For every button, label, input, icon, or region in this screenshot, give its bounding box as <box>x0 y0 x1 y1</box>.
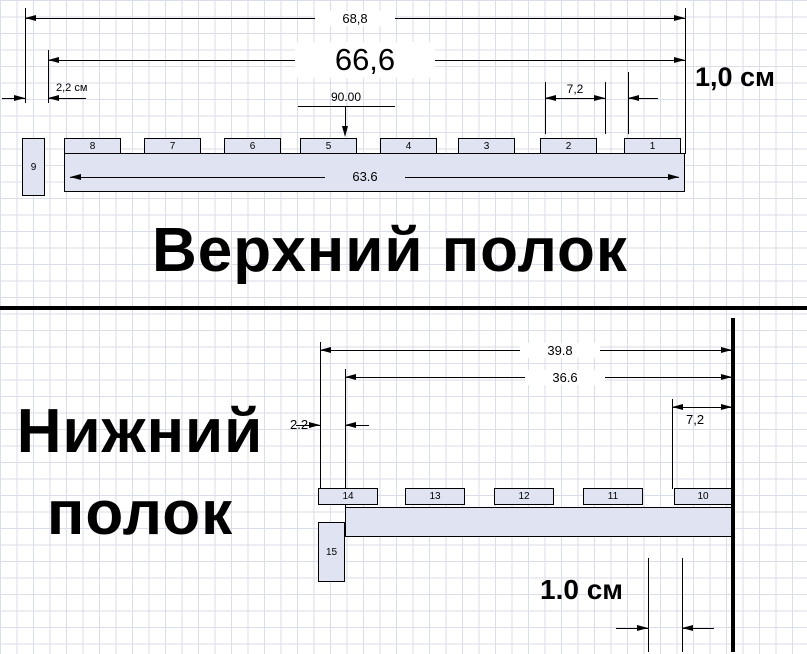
extension-line <box>345 369 346 522</box>
dim-line <box>616 628 648 629</box>
dim-arrow <box>637 625 648 631</box>
dim-line <box>628 98 658 99</box>
slat-13: 13 <box>405 488 465 505</box>
dim-label-7-2-bottom: 7,2 <box>686 412 705 427</box>
dim-arrow <box>668 174 679 180</box>
slat-number: 12 <box>518 491 530 502</box>
dim-arrow <box>721 404 732 410</box>
dim-line <box>682 628 714 629</box>
slat-number: 1 <box>649 140 656 152</box>
slat-6: 6 <box>224 138 281 154</box>
dim-label-1-0-cm-top: 1,0 см <box>695 62 776 92</box>
dim-arrow <box>545 95 556 101</box>
dim-line <box>672 407 732 408</box>
slat-number: 3 <box>483 140 490 152</box>
dim-arrow <box>674 15 685 21</box>
dim-arrow <box>721 374 732 380</box>
dim-line <box>48 98 86 99</box>
extension-line <box>25 8 26 103</box>
dim-label-2-2: 2.2 <box>290 417 309 432</box>
slat-3: 3 <box>458 138 515 154</box>
leader-line <box>298 106 395 107</box>
dim-arrow <box>628 95 639 101</box>
dim-label-36-6: 36.6 <box>525 370 605 385</box>
dim-line <box>2 98 25 99</box>
slat-9: 9 <box>22 138 45 196</box>
slat-15: 15 <box>318 522 345 582</box>
slat-number: 5 <box>325 140 332 152</box>
slat-14: 14 <box>318 488 378 505</box>
extension-line <box>648 558 649 652</box>
leader-arrow <box>342 126 348 137</box>
dim-arrow <box>48 57 59 63</box>
dim-line <box>296 425 320 426</box>
slat-number: 8 <box>89 140 96 152</box>
slat-7: 7 <box>144 138 201 154</box>
extension-line <box>545 82 546 134</box>
wall-line <box>731 318 735 652</box>
extension-line <box>682 558 683 652</box>
slat-number: 10 <box>697 491 709 502</box>
lower-shelf-title-line2: полок <box>46 479 234 548</box>
dim-arrow <box>25 15 36 21</box>
dim-label-63-6: 63.6 <box>325 169 405 184</box>
dim-arrow <box>320 347 331 353</box>
slat-number: 9 <box>30 161 37 173</box>
dim-arrow <box>48 95 59 101</box>
extension-line <box>320 342 321 488</box>
slat-number: 4 <box>405 140 412 152</box>
dim-arrow <box>70 174 81 180</box>
slat-1: 1 <box>624 138 681 154</box>
dim-arrow <box>345 422 356 428</box>
dim-label-7-2-top: 7,2 <box>566 82 584 96</box>
dim-arrow <box>682 625 693 631</box>
slat-number: 14 <box>342 491 354 502</box>
slat-11: 11 <box>583 488 643 505</box>
section-divider <box>0 306 807 310</box>
dim-arrow <box>594 95 605 101</box>
dim-label-90-00: 90.00 <box>330 90 362 104</box>
dim-arrow <box>721 347 732 353</box>
slat-10: 10 <box>674 488 732 505</box>
extension-line <box>48 50 49 103</box>
dim-label-66-6: 66,6 <box>295 42 435 78</box>
dim-arrow <box>345 374 356 380</box>
dim-arrow <box>14 95 25 101</box>
slat-8: 8 <box>64 138 121 154</box>
extension-line <box>605 82 606 134</box>
dim-arrow <box>309 422 320 428</box>
dim-line <box>545 98 605 99</box>
dim-label-2-2-cm: 2,2 см <box>56 82 88 94</box>
slat-number: 6 <box>249 140 256 152</box>
lower-shelf-title-line1: Нижний <box>16 397 264 466</box>
slat-number: 7 <box>169 140 176 152</box>
slat-number: 11 <box>607 491 619 502</box>
extension-line <box>685 8 686 154</box>
lower-shelf-board <box>345 507 732 537</box>
leader-line <box>345 106 346 126</box>
extension-line <box>672 399 673 489</box>
slat-number: 15 <box>325 546 338 558</box>
dim-line <box>345 425 369 426</box>
dim-label-68-8: 68,8 <box>315 11 395 26</box>
dim-label-1-0-cm-bottom: 1.0 см <box>540 574 623 605</box>
slat-4: 4 <box>380 138 437 154</box>
dim-arrow <box>674 57 685 63</box>
dim-label-39-8: 39.8 <box>520 343 600 358</box>
slat-number: 13 <box>429 491 441 502</box>
extension-line <box>628 72 629 134</box>
slat-5: 5 <box>300 138 357 154</box>
upper-shelf-title: Верхний полок <box>152 216 628 285</box>
slat-12: 12 <box>494 488 554 505</box>
slat-2: 2 <box>540 138 597 154</box>
dim-arrow <box>672 404 683 410</box>
slat-number: 2 <box>565 140 572 152</box>
